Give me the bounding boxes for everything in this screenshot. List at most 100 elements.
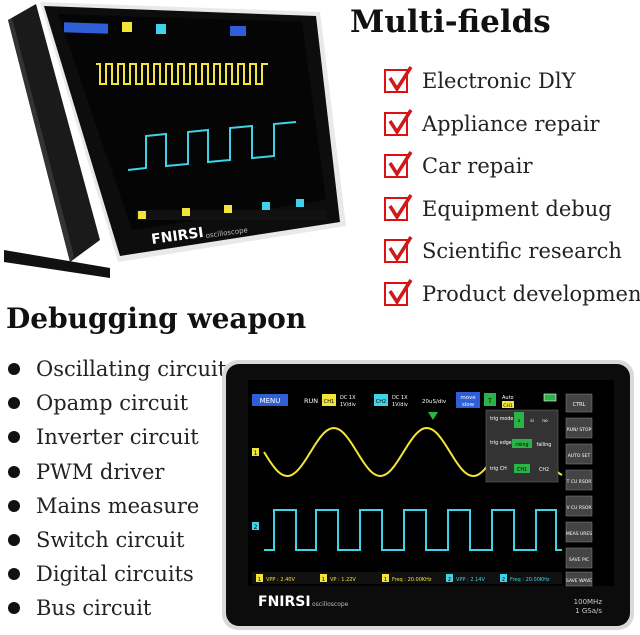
list-item: Car repair [384,145,640,188]
side-button-column: CTRL RUN/ STOP AUTO SET T CU RSOR V CU R… [566,393,593,587]
ch1-coupling: DC 1X [340,395,356,401]
list-item: Switch circuit [8,523,226,557]
list-item: Scientific research [384,230,640,273]
multi-fields-title: Multi-fields [350,4,551,40]
list-item-label: Inverter circuit [36,425,199,450]
bullet-icon [8,363,20,376]
list-item-label: Equipment debug [422,196,612,221]
bullet-icon [8,499,20,512]
trig-mode-label: trig mode [490,416,513,422]
trig-mode-opt-a[interactable]: a [518,419,521,424]
meas-ch-tag: 2 [502,577,505,583]
ch2-coupling: DC 1X [392,395,408,401]
bullet-icon [8,397,20,410]
bullet-icon [8,534,20,547]
bullet-icon [8,602,20,615]
meas-ch-tag: 2 [448,577,451,583]
list-item-label: Appliance repair [422,111,600,136]
ch2-scale: 1V/div [392,402,408,408]
ctrl-button[interactable]: CTRL [573,402,586,408]
ch2-marker: 2 [254,524,258,531]
top-brand-label: FNIRSI [150,225,204,248]
trigger-ch-tag: CH1 [503,403,513,409]
save-wave-button[interactable]: SAVE WAVE [566,578,592,584]
battery-icon [543,393,557,402]
check-icon [384,108,413,136]
bandwidth-label: 100MHz [574,598,603,606]
check-icon [384,151,413,179]
check-icon [384,193,413,221]
list-item: Opamp circuit [8,386,226,420]
meas-ch-tag: 1 [384,577,387,583]
meas-freq-ch2: Freq : 20.00KHz [510,577,550,583]
t-cursor-button[interactable]: T CU RSOR [566,479,592,485]
move-label[interactable]: move [460,395,476,401]
run-stop-button[interactable]: RUN/ STOP [567,427,592,433]
trig-ch1-option[interactable]: CH1 [517,467,527,473]
ch2-tag: CH2 [376,399,386,405]
list-item: PWM driver [8,455,226,489]
list-item-label: Digital circuits [36,562,194,587]
trigger-auto-label: Auto [502,395,514,401]
trig-ch-row-label: trig CH [490,466,507,472]
run-label: RUN [304,397,318,405]
trig-mode-opt-si[interactable]: si [530,418,534,424]
list-item: Mains measure [8,489,226,523]
timebase-label: 20uS/div [422,399,447,405]
list-item-label: PWM driver [36,459,165,484]
list-item: Digital circuits [8,557,226,591]
list-item: Appliance repair [384,103,640,146]
list-item: Oscillating circuit [8,352,226,386]
meas-ch-tag: 1 [258,577,261,583]
debugging-weapon-title: Debugging weapon [6,302,307,335]
list-item: Bus circuit [8,591,226,625]
trigger-t-label: T [487,398,492,405]
bullet-icon [8,465,20,478]
list-item: Equipment debug [384,188,640,231]
check-icon [384,278,413,306]
meas-freq-ch1: Freq : 20.00KHz [392,577,432,583]
check-icon [384,236,413,264]
meas-ch-tag: 1 [322,577,325,583]
ch1-scale: 1V/div [340,402,356,408]
meas-vpp-ch2: VPP : 2.14V [456,577,485,583]
v-cursor-button[interactable]: V CU RSOR [566,505,591,511]
save-pic-button[interactable]: SAVE PIC [569,557,589,563]
auto-set-button[interactable]: AUTO SET [568,453,591,459]
falling-option[interactable]: falling [537,442,552,448]
list-item-label: Oscillating circuit [36,357,227,382]
speed-label[interactable]: slow [462,402,475,408]
list-item-label: Switch circuit [36,528,185,553]
list-item-label: Mains measure [36,493,200,518]
debugging-list: Oscillating circuit Opamp circuit Invert… [8,352,226,626]
list-item: Inverter circuit [8,420,226,454]
trig-edge-label: trig edge [490,440,512,446]
list-item-label: Scientific research [422,239,622,264]
bullet-icon [8,431,20,444]
menu-button[interactable]: MENU [260,397,281,405]
trigger-marker-icon [428,412,438,420]
measures-button[interactable]: MEAS URES [566,531,592,537]
ch1-tag: CH1 [324,399,334,405]
sample-rate-label: 1 GSa/s [575,607,602,615]
ch1-marker: 1 [254,450,258,457]
list-item-label: Opamp circuit [36,391,189,416]
oscilloscope-photo-top: FNIRSI oscilloscope [4,2,346,278]
ch2-waveform [264,509,562,551]
brand-label: FNIRSI [258,594,311,610]
list-item-label: Bus circuit [36,596,152,621]
list-item-label: Product development [422,281,640,306]
model-label: oscilloscope [312,601,349,608]
bullet-icon [8,568,20,581]
oscilloscope-photo-bottom: MENU RUN CH1 DC 1X 1V/div CH2 DC 1X 1V/d… [222,360,634,630]
list-item-label: Electronic DlY [422,69,576,94]
rising-option[interactable]: rising [515,442,528,448]
list-item: Electronic DlY [384,60,640,103]
trig-mode-opt-no[interactable]: no [542,419,548,424]
meas-vpp-ch1: VPP : 2.40V [266,577,295,583]
meas-vp-ch1: VP : 1.22V [330,577,356,583]
trig-ch2-option[interactable]: CH2 [539,467,549,473]
multi-fields-list: Electronic DlY Appliance repair Car repa… [384,60,640,315]
list-item: Product development [384,273,640,316]
check-icon [384,66,413,94]
